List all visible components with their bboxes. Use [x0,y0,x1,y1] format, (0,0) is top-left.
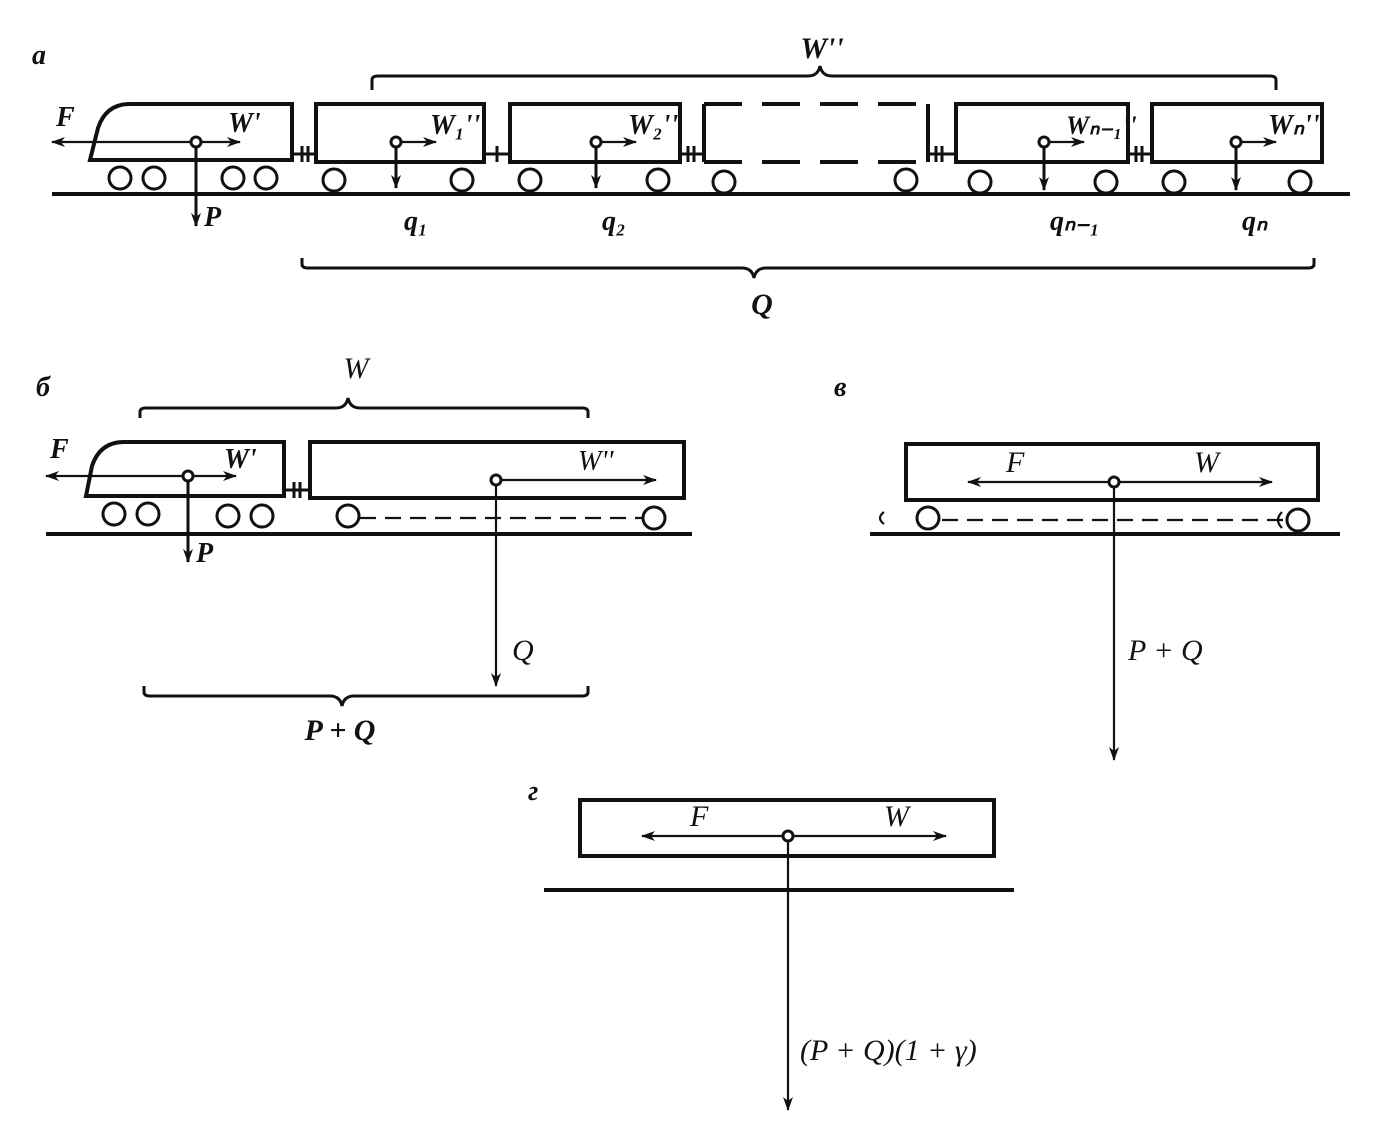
w2-label: W₂'' [628,110,678,141]
pq-label-b: P + Q [304,714,376,747]
panel-g: г F W (P + Q)(1 + γ) [528,776,1014,1111]
f-label-b: F [49,434,69,465]
center-of-mass [1107,475,1121,489]
panel-b: б W F W' P W'' Q P + Q [36,352,692,747]
w1-label: W₁'' [430,110,480,141]
panel-a: а W'' F W' P [32,32,1350,321]
brace-pq-b [142,686,590,707]
wheel [135,501,161,527]
coupler [284,482,310,498]
center-of-mass [181,469,195,483]
wheel [253,165,279,191]
coupler [484,146,510,162]
coupler [928,146,956,162]
q2-label: q₂ [602,206,626,237]
w-label-v: W [1194,446,1222,479]
f-label-a: F [55,102,75,133]
wagon-1 [314,102,486,193]
wheel [249,503,275,529]
wheel [101,501,127,527]
brace-w-total [370,65,1278,90]
q-label-a: Q [751,288,773,321]
brace-w-b [138,397,590,418]
qn-1-label: qₙ₋₁ [1050,206,1100,237]
panel-v-label: в [834,372,847,403]
p-label-a: P [203,202,222,233]
w-loco-label-b: W' [224,444,257,475]
brace-q [300,258,1316,279]
center-of-mass [189,135,203,149]
pq-label-v: P + Q [1127,634,1203,667]
panel-b-label: б [36,372,51,403]
wn-1-label: Wₙ₋₁'' [1066,111,1137,140]
qn-label: qₙ [1242,206,1268,237]
center-of-mass [781,829,795,843]
f-label-g: F [689,800,709,833]
panel-a-label: а [32,40,46,71]
wheel [1285,507,1311,533]
train-body-v [904,442,1320,502]
f-label-v: F [1005,446,1025,479]
wn-label: Wₙ'' [1268,110,1320,141]
wheel [915,505,941,531]
wagon-dashed [702,102,930,195]
wagon-2 [508,102,682,193]
w-total-label: W'' [800,32,843,65]
w-loco-label-a: W' [228,108,261,139]
pq-gamma-label-g: (P + Q)(1 + γ) [800,1034,977,1067]
wheel [141,165,167,191]
wagon-n [1150,102,1324,195]
wheel [107,165,133,191]
panel-v: в F W P + Q [834,372,1340,761]
p-label-b: P [195,538,214,569]
q-label-b: Q [512,634,534,667]
locomotive-b [83,440,286,498]
locomotive-a [87,102,294,162]
wheel-hint [878,511,885,525]
q1-label: q₁ [404,206,428,237]
coupler [680,146,704,162]
w-wagons-label-b: W'' [578,446,614,477]
center-of-mass [489,473,503,487]
coupler [1128,146,1152,162]
w-label-g: W [884,800,912,833]
coupler [292,146,316,162]
panel-g-label: г [528,776,538,807]
wagon-n-1 [954,102,1130,195]
wheel [215,503,241,529]
w-label-b: W [344,352,372,385]
wheel [220,165,246,191]
